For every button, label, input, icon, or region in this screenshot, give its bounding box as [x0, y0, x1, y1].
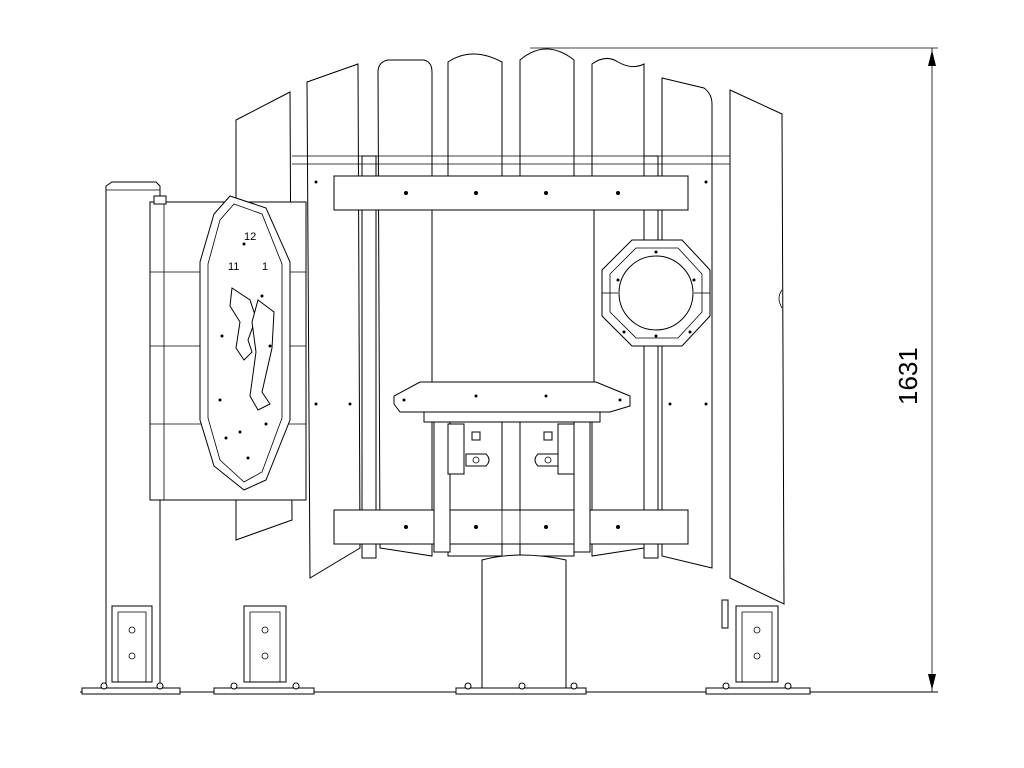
height-dimension: 1631 [530, 47, 938, 692]
base-bracket-2 [213, 605, 315, 695]
slat-left-3 [377, 59, 433, 557]
arrow-down-icon [928, 674, 936, 690]
clock-number-12: 12 [244, 231, 256, 243]
center-post [455, 554, 587, 695]
clock-hand-hour [229, 287, 257, 361]
uprights [292, 155, 730, 559]
seat-brackets [433, 421, 591, 553]
inner-panel [431, 209, 595, 385]
porthole [601, 239, 711, 347]
seat [393, 381, 631, 423]
clock-hand-minute [249, 299, 275, 411]
top-rail [314, 175, 708, 211]
clock-number-1: 1 [262, 261, 268, 273]
slat-detail [778, 289, 783, 309]
slat-far-right [729, 89, 785, 605]
clock-number-11: 11 [228, 261, 239, 273]
base-bracket-1 [81, 605, 181, 695]
slat-left-2 [306, 63, 361, 579]
clock-face: 12 11 1 [199, 195, 291, 491]
base-bracket-3 [705, 599, 811, 695]
bottom-rail [314, 402, 708, 545]
arrow-up-icon [928, 50, 936, 66]
height-dimension-label: 1631 [893, 347, 923, 405]
